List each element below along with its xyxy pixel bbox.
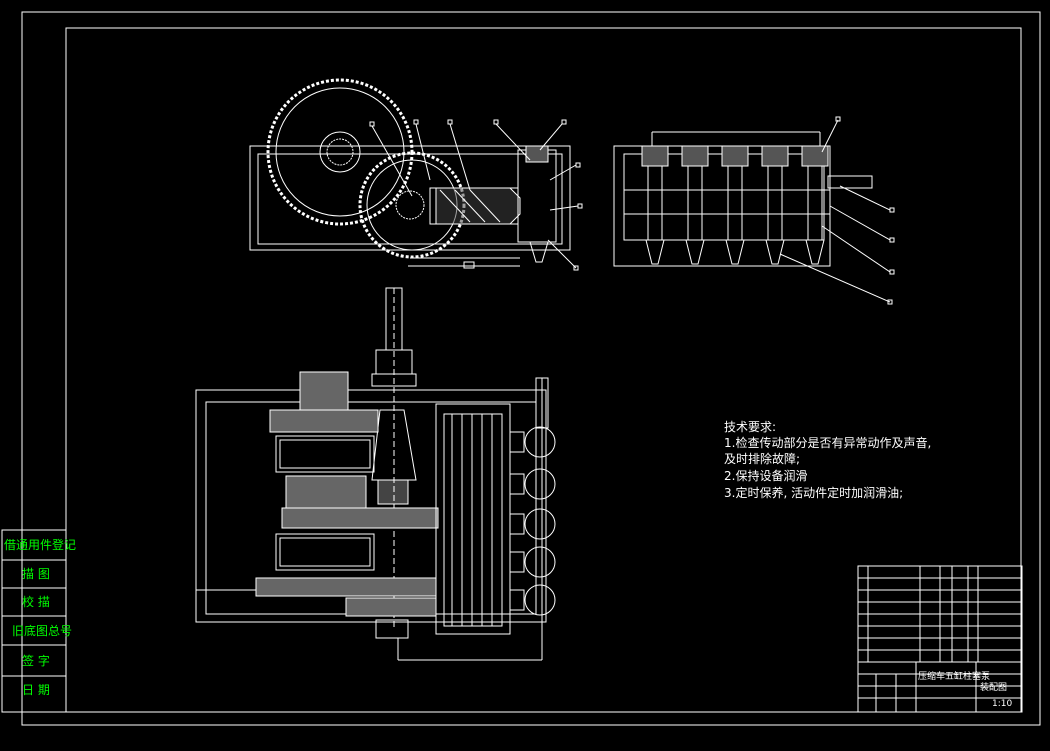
side-stamp-row: 描 图 [22,567,50,581]
sheet-outer-border [21,11,1041,726]
main-assembly-view [195,287,556,661]
side-stamp-row: 签 字 [22,654,50,668]
requirement-item: 及时排除故障; [724,452,801,466]
side-stamp-box [1,529,67,713]
side-stamp-row: 日 期 [22,683,50,697]
drawing-frame [65,27,1022,713]
side-stamp-title: 借通用件登记 [4,538,77,552]
pump-heads-section-view [613,116,895,305]
requirement-item: 3.定时保养, 活动件定时加润滑油; [724,486,904,500]
gear-train-view [249,78,583,271]
title-block-scale: 1:10 [992,699,1013,709]
title-block-grid [857,565,1023,713]
side-stamp-row: 旧底图总号 [12,624,73,638]
requirements-heading: 技术要求: [724,420,777,434]
title-block-drawing-type: 装配图 [980,683,1008,693]
requirement-item: 1.检查传动部分是否有异常动作及声音, [724,436,932,450]
side-stamp-row: 校 描 [22,595,50,609]
title-block-design-name: 压缩车五缸柱塞泵 [918,672,991,682]
requirement-item: 2.保持设备润滑 [724,469,808,483]
